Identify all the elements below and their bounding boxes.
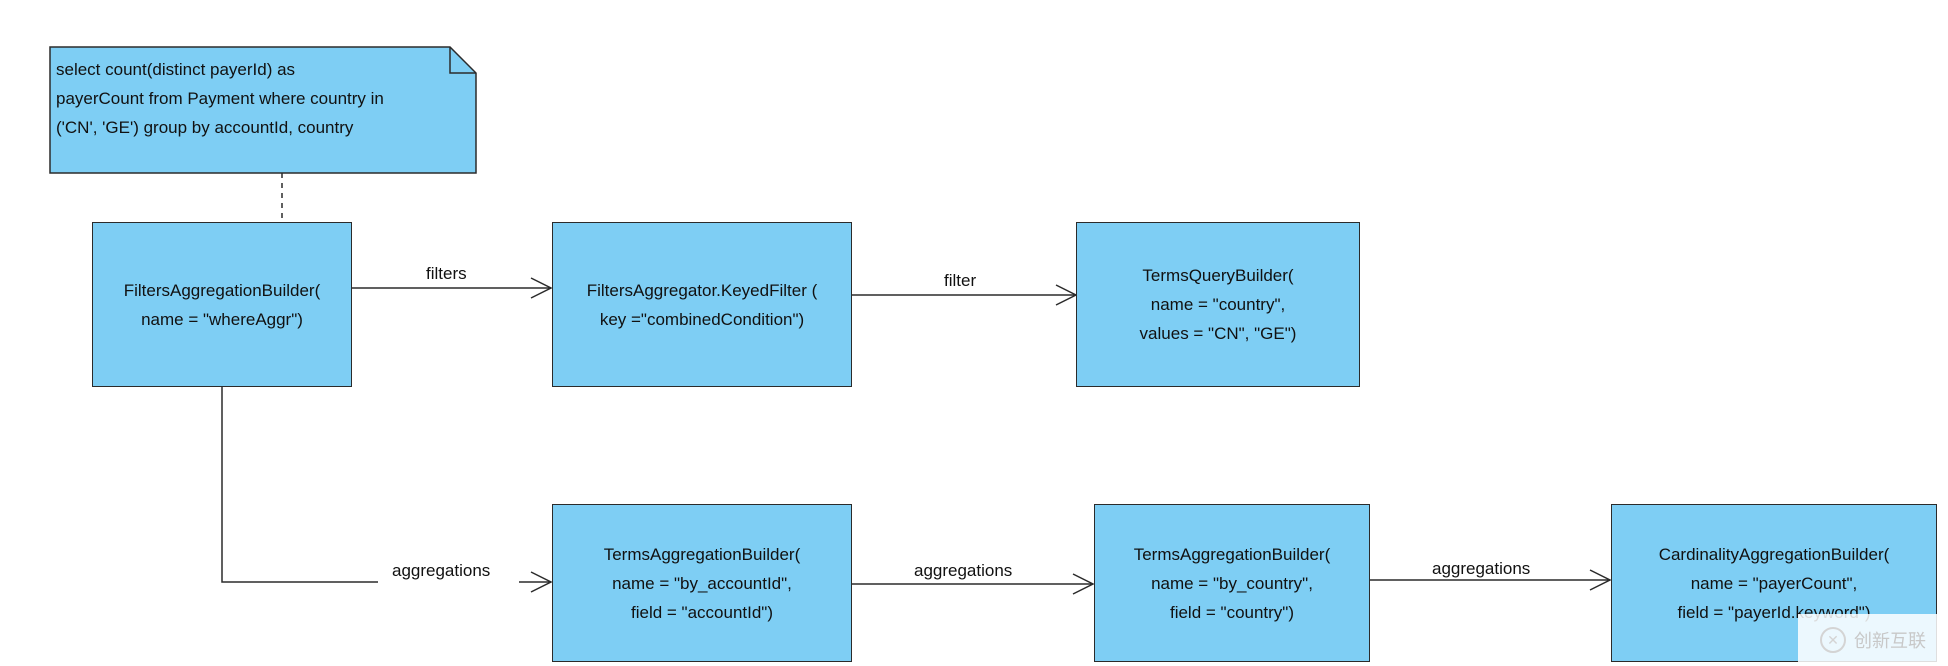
keyed-filter-node[interactable]: FiltersAggregator.KeyedFilter ( key ="co… bbox=[552, 222, 852, 387]
sql-note: select count(distinct payerId) as payerC… bbox=[56, 55, 384, 142]
node-line: TermsAggregationBuilder( bbox=[603, 544, 801, 564]
node-line: FiltersAggregationBuilder( bbox=[123, 280, 321, 300]
node-line: key ="combinedCondition") bbox=[599, 309, 805, 329]
watermark: ✕ 创新互联 bbox=[1798, 614, 1948, 666]
edge-label-filters: filters bbox=[426, 264, 467, 283]
sql-note-line: select count(distinct payerId) as bbox=[56, 60, 296, 79]
node-line: field = "accountId") bbox=[630, 602, 773, 622]
node-line: field = "country") bbox=[1169, 602, 1295, 622]
edge-aggregations-2-arrowhead bbox=[1072, 573, 1095, 595]
sql-note-line: payerCount from Payment where country in bbox=[56, 89, 384, 108]
node-line: TermsAggregationBuilder( bbox=[1133, 544, 1331, 564]
node-line: name = "by_country", bbox=[1151, 573, 1313, 593]
edge-label-aggregations-3: aggregations bbox=[1432, 559, 1531, 578]
node-line: TermsQueryBuilder( bbox=[1142, 266, 1294, 285]
terms-aggregation-account-node[interactable]: TermsAggregationBuilder( name = "by_acco… bbox=[552, 504, 852, 662]
edge-aggregations-3-arrowhead bbox=[1589, 569, 1612, 591]
terms-aggregation-country-node[interactable]: TermsAggregationBuilder( name = "by_coun… bbox=[1094, 504, 1370, 662]
node-line: name = "payerCount", bbox=[1690, 573, 1858, 593]
filters-aggregation-builder-node[interactable]: FiltersAggregationBuilder( name = "where… bbox=[92, 222, 352, 387]
node-line: name = "country", bbox=[1150, 295, 1286, 314]
node-line: name = "whereAggr") bbox=[141, 309, 303, 329]
node-line: name = "by_accountId", bbox=[612, 573, 792, 593]
sql-note-line: ('CN', 'GE') group by accountId, country bbox=[56, 118, 354, 137]
edge-filters-arrowhead bbox=[530, 277, 553, 299]
watermark-text: 创新互联 bbox=[1854, 631, 1926, 651]
edge-label-aggregations-2: aggregations bbox=[914, 561, 1013, 580]
edge-label-filter: filter bbox=[944, 271, 977, 290]
watermark-logo-icon: ✕ bbox=[1820, 627, 1846, 653]
edge-aggregations-1-line-a bbox=[221, 387, 378, 583]
edge-aggregations-1-arrowhead bbox=[530, 571, 553, 593]
note-fold bbox=[449, 47, 476, 74]
note-shape bbox=[49, 46, 477, 174]
node-line: CardinalityAggregationBuilder( bbox=[1658, 544, 1890, 564]
node-line: values = "CN", "GE") bbox=[1139, 324, 1297, 343]
node-line: FiltersAggregator.KeyedFilter ( bbox=[586, 280, 818, 300]
terms-query-builder-node[interactable]: TermsQueryBuilder( name = "country", val… bbox=[1076, 222, 1360, 387]
edge-label-aggregations-1: aggregations bbox=[392, 561, 491, 580]
